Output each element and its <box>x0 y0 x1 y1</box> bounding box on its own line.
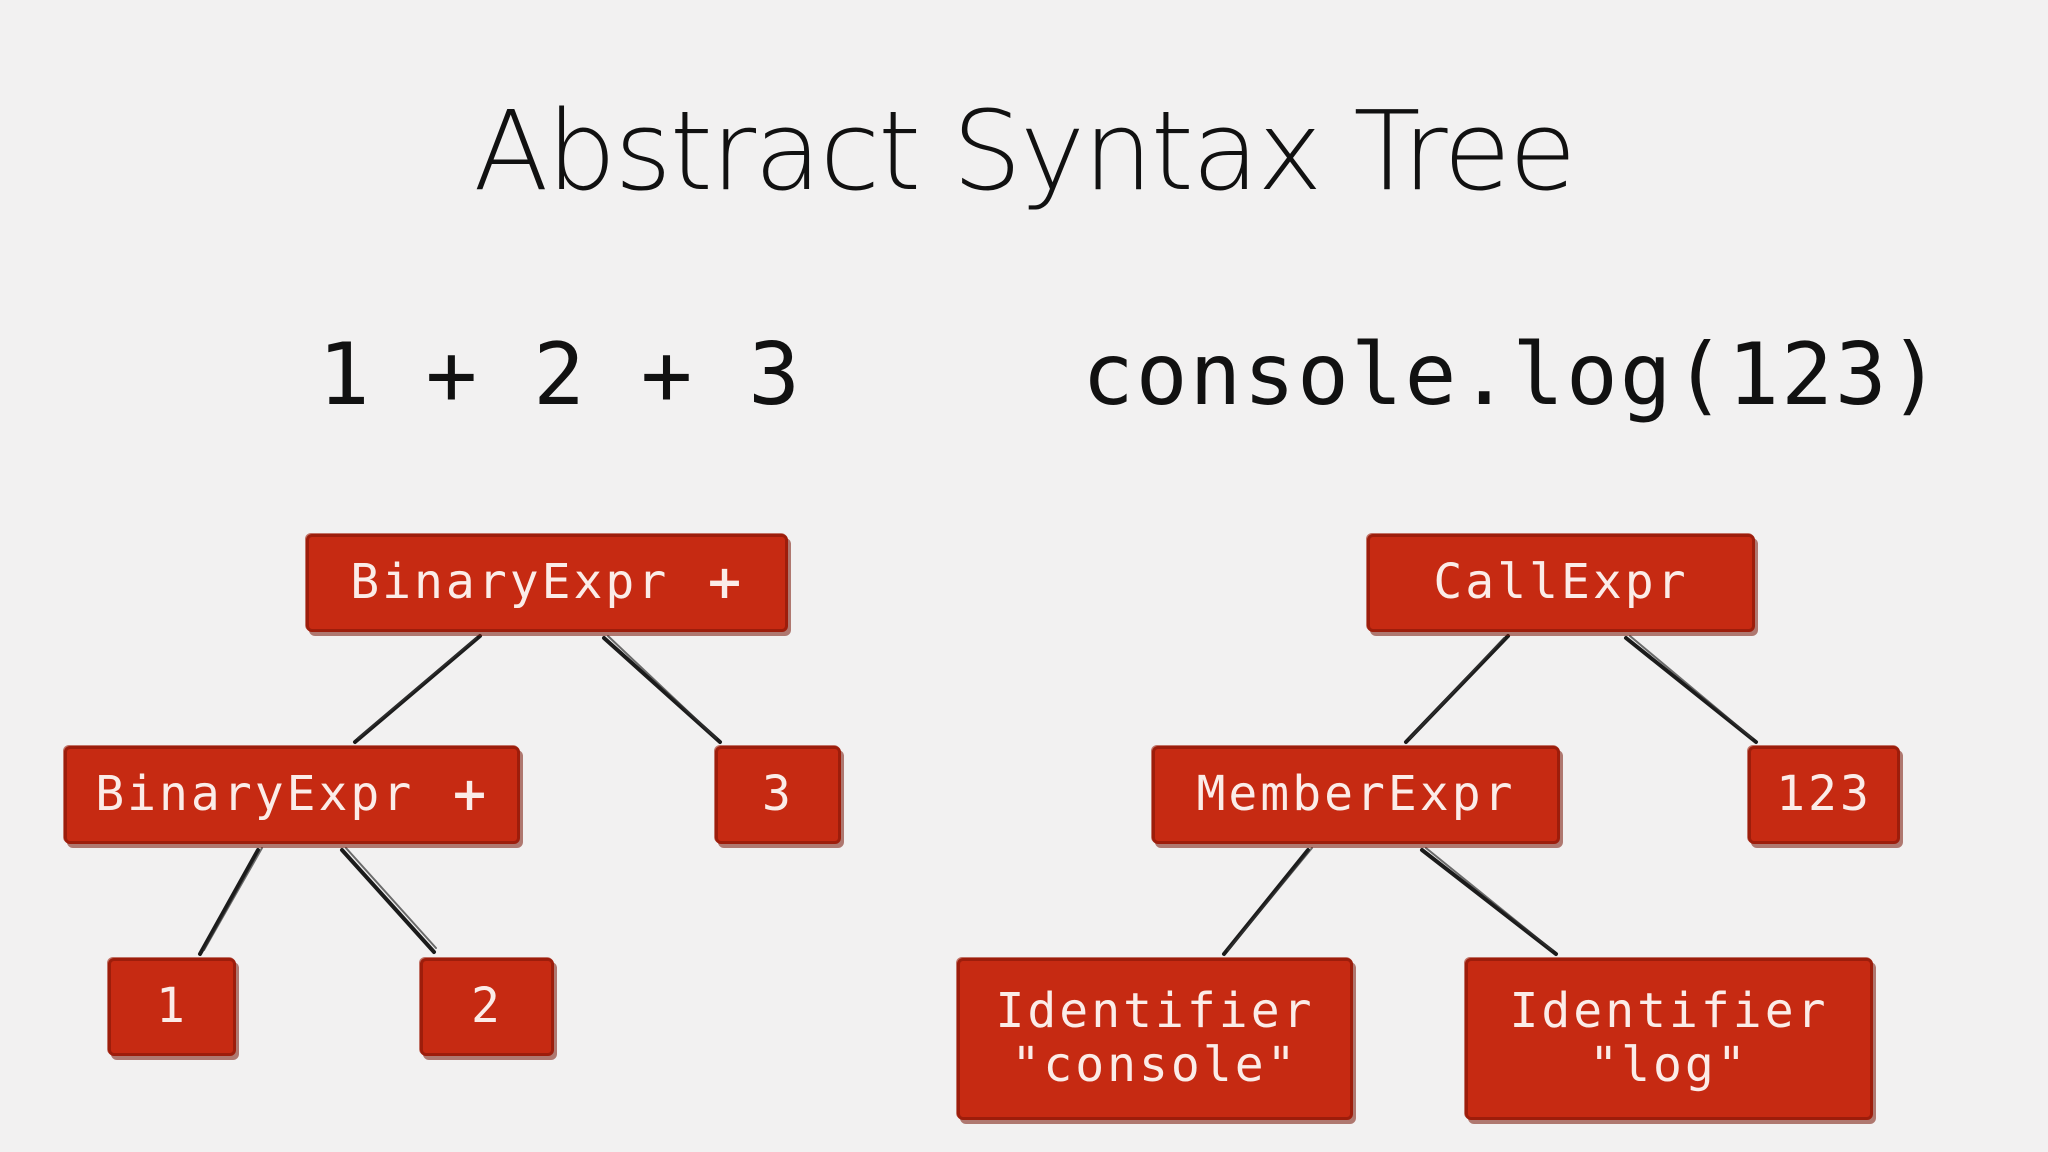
edge-call-to-arg <box>1624 636 1758 744</box>
node-call-expr: CallExpr <box>1367 534 1755 632</box>
node-literal-1: 1 <box>108 958 236 1056</box>
node-label: CallExpr <box>1433 554 1689 611</box>
node-identifier-console: Identifier "console" <box>957 958 1353 1120</box>
node-type-label: Identifier <box>995 983 1315 1040</box>
node-label: BinaryExpr <box>350 554 670 611</box>
edge-member-to-object-sketch <box>1227 847 1313 951</box>
left-expression: 1 + 2 + 3 <box>318 325 802 425</box>
node-label: BinaryExpr <box>95 766 415 823</box>
plus-operator: + <box>450 767 489 822</box>
node-label: MemberExpr <box>1196 766 1516 823</box>
edge-call-to-arg-sketch <box>1629 635 1753 739</box>
edge-call-to-member-sketch <box>1409 637 1505 739</box>
node-binary-expr-root: BinaryExpr + <box>306 534 788 632</box>
node-binary-expr-left: BinaryExpr + <box>64 746 520 844</box>
edge-root-to-right-sketch <box>607 635 717 739</box>
node-literal-2: 2 <box>420 958 554 1056</box>
edge-root-to-left <box>353 634 482 744</box>
node-label: 123 <box>1776 766 1872 823</box>
node-label-group: Identifier "console" <box>995 983 1315 1093</box>
edge-root-to-left-sketch <box>357 637 477 739</box>
edge-member-to-property <box>1420 848 1558 956</box>
node-type-label: Identifier <box>1509 983 1829 1040</box>
node-label: 2 <box>471 978 503 1035</box>
node-value-label: "console" <box>1011 1037 1299 1093</box>
edge-left-to-1 <box>198 848 260 956</box>
node-literal-3: 3 <box>715 746 841 844</box>
node-member-expr: MemberExpr <box>1152 746 1560 844</box>
edge-left-to-2 <box>340 848 436 954</box>
edge-left-to-2-sketch <box>345 847 437 949</box>
node-label-group: Identifier "log" <box>1509 983 1829 1093</box>
node-label: 1 <box>156 978 188 1035</box>
edge-left-to-1-sketch <box>203 847 263 951</box>
node-label: 3 <box>762 766 794 823</box>
node-literal-123: 123 <box>1748 746 1900 844</box>
node-identifier-log: Identifier "log" <box>1465 958 1873 1120</box>
node-value-label: "log" <box>1589 1037 1749 1093</box>
slide-title: Abstract Syntax Tree <box>473 87 1576 215</box>
right-expression: console.log(123) <box>1082 325 1943 425</box>
edge-member-to-property-sketch <box>1425 847 1553 951</box>
plus-operator: + <box>705 555 744 610</box>
